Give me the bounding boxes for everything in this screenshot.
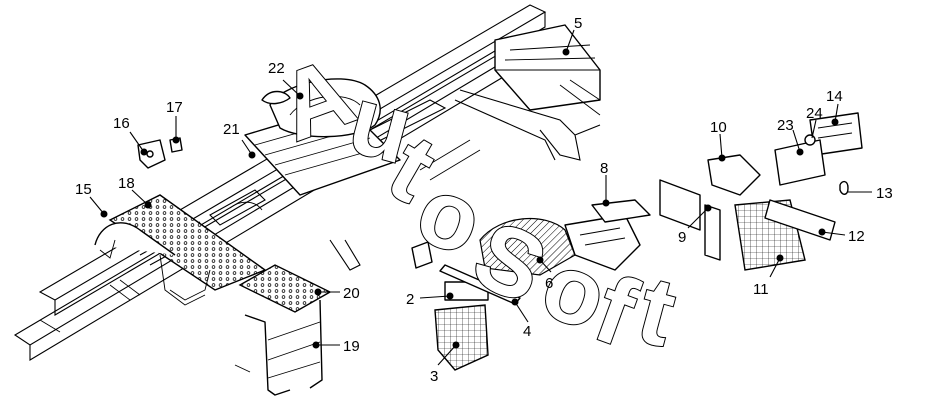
callout-8: 8 <box>600 160 610 207</box>
callout-number: 5 <box>574 15 582 32</box>
callout-number: 9 <box>678 229 686 246</box>
rear-crossmember-part <box>494 24 601 116</box>
callout-number: 11 <box>753 281 769 298</box>
callout-number: 8 <box>600 160 608 177</box>
callout-14: 14 <box>826 88 843 126</box>
callout-number: 14 <box>826 88 843 105</box>
callout-21: 21 <box>223 121 256 159</box>
callout-16: 16 <box>113 115 148 156</box>
callout-number: 23 <box>777 117 794 134</box>
callout-12: 12 <box>818 228 865 245</box>
side-guard-part <box>659 154 836 271</box>
callout-5: 5 <box>562 15 582 56</box>
callout-20: 20 <box>314 285 360 302</box>
callout-number: 12 <box>848 228 865 245</box>
callout-number: 19 <box>343 338 360 355</box>
callout-11: 11 <box>753 254 784 298</box>
callout-24: 24 <box>806 105 823 139</box>
callout-number: 20 <box>343 285 360 302</box>
callout-number: 16 <box>113 115 130 132</box>
callout-number: 3 <box>430 368 438 385</box>
watermark-letter-5: S <box>458 200 561 324</box>
callout-22: 22 <box>268 60 304 100</box>
callout-13: 13 <box>848 185 893 202</box>
mount-bracket-part <box>411 241 433 269</box>
callout-2: 2 <box>406 291 454 308</box>
callout-9: 9 <box>678 204 712 246</box>
callout-17: 17 <box>166 99 183 144</box>
lamp-parts <box>774 112 863 195</box>
callout-15: 15 <box>75 181 108 218</box>
callout-number: 22 <box>268 60 285 77</box>
callout-number: 24 <box>806 105 823 122</box>
callout-number: 6 <box>545 275 553 292</box>
callout-number: 4 <box>523 323 531 340</box>
callout-number: 13 <box>876 185 893 202</box>
callout-18: 18 <box>118 175 152 209</box>
step-plate-part <box>94 194 267 306</box>
lower-step-part <box>238 264 332 396</box>
callout-number: 21 <box>223 121 240 138</box>
callout-19: 19 <box>312 338 360 355</box>
callout-number: 15 <box>75 181 92 198</box>
mudguard-part <box>479 214 641 276</box>
callout-3: 3 <box>430 341 460 385</box>
callout-6: 6 <box>536 256 553 292</box>
callout-number: 18 <box>118 175 135 192</box>
callout-number: 10 <box>710 119 727 136</box>
callout-number: 2 <box>406 291 414 308</box>
callout-10: 10 <box>710 119 727 162</box>
callout-number: 17 <box>166 99 183 116</box>
callout-23: 23 <box>777 117 804 156</box>
callout-4: 4 <box>511 298 531 340</box>
small-bracket-part <box>137 137 183 169</box>
